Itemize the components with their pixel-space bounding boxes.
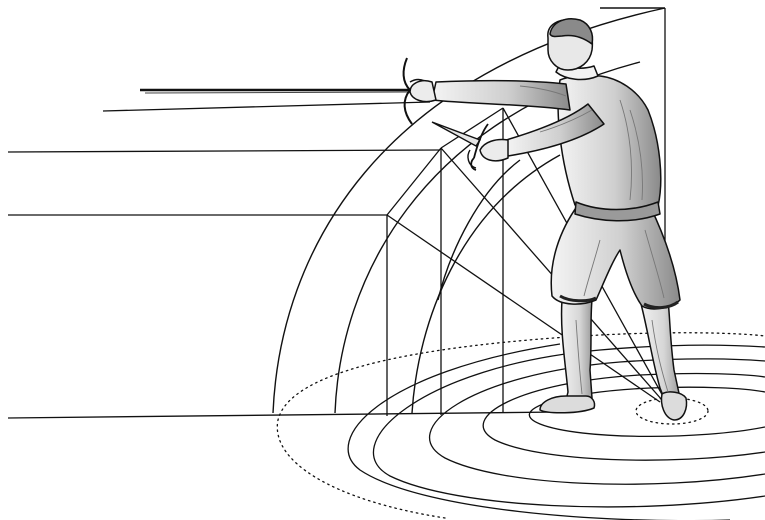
- fencer-sword-arm: [432, 81, 570, 110]
- rapier: [140, 58, 432, 124]
- ground-circles: [348, 344, 765, 520]
- fencer-right-shoe: [662, 392, 687, 420]
- fencer-right-leg: [640, 300, 680, 398]
- horizon-line-mid: [8, 150, 440, 152]
- dotted-outer-circle: [277, 333, 765, 518]
- fencer-sword-hand: [410, 81, 436, 102]
- dagger-blade: [432, 122, 480, 146]
- fencer-left-leg: [562, 300, 592, 402]
- ground-ellipse-3: [430, 359, 765, 484]
- fencer-dagger-hand: [480, 139, 508, 160]
- horizon-line-high: [103, 102, 430, 111]
- rapier-blade-edge: [145, 92, 410, 93]
- fencer-doublet: [558, 75, 661, 212]
- horizon-ground-line: [8, 412, 560, 418]
- fencer-left-shoe: [540, 396, 595, 413]
- ground-ellipse-2: [483, 374, 765, 461]
- diagonal-line-4: [387, 148, 441, 215]
- arc-innermost: [438, 160, 520, 300]
